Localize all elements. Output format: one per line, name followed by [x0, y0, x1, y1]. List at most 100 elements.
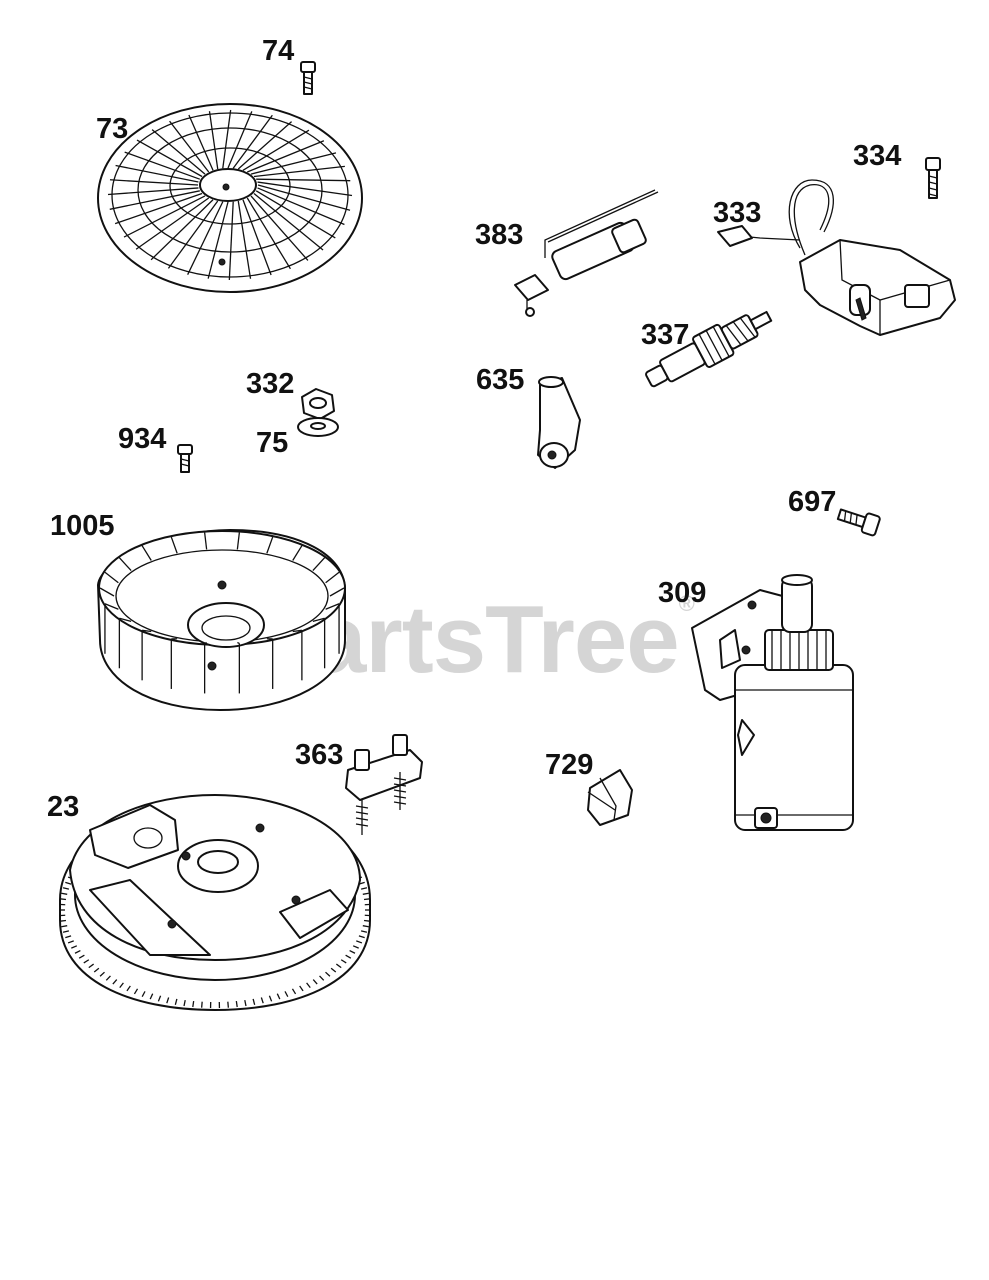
- fan-fin: [266, 536, 274, 554]
- part-74-screw-icon[interactable]: [300, 61, 316, 95]
- screen-rib: [115, 164, 199, 183]
- gear-tooth: [78, 954, 85, 959]
- fan-fin: [118, 557, 132, 572]
- screen-rib: [257, 181, 353, 197]
- screen-rib: [232, 114, 273, 169]
- callout-333: 333: [713, 197, 762, 229]
- part-333-ignition-coil-icon[interactable]: [717, 179, 956, 336]
- fan-fin: [104, 603, 119, 610]
- part-934-screw-icon[interactable]: [177, 444, 193, 473]
- gear-tooth: [306, 982, 311, 989]
- gear-tooth: [74, 950, 81, 954]
- gear-tooth: [299, 985, 304, 992]
- gear-tooth: [276, 993, 281, 1000]
- gear-tooth: [260, 997, 264, 1004]
- gear-tooth: [201, 1001, 203, 1008]
- part-363-bracket-with-bolts-icon[interactable]: [345, 734, 423, 835]
- gear-tooth: [363, 898, 371, 901]
- fan-fin: [142, 629, 152, 633]
- gear-tooth: [141, 991, 146, 997]
- part-697-screw-icon[interactable]: [836, 505, 881, 537]
- gear-tooth: [112, 979, 118, 985]
- callout-73: 73: [96, 113, 129, 145]
- part-332-nut-icon[interactable]: [301, 388, 335, 420]
- part-23-flywheel-icon[interactable]: [59, 794, 371, 1011]
- gear-tooth: [362, 892, 369, 895]
- fan-fin: [237, 641, 240, 645]
- gear-tooth: [362, 925, 369, 928]
- screen-rib: [255, 190, 336, 239]
- fan-fin: [325, 571, 340, 584]
- gear-tooth: [166, 997, 170, 1004]
- gear-tooth: [227, 1001, 229, 1008]
- fan-fin: [119, 617, 132, 623]
- screen-rib: [237, 200, 252, 279]
- callout-337: 337: [641, 319, 690, 351]
- part-1005-fan-icon[interactable]: [97, 529, 346, 711]
- screen-rib: [109, 190, 200, 210]
- screen-rib: [207, 201, 229, 279]
- part-334-screw-icon[interactable]: [925, 157, 941, 199]
- callout-23: 23: [47, 791, 80, 823]
- callout-729: 729: [545, 749, 594, 781]
- gear-tooth: [65, 881, 72, 885]
- gear-tooth: [358, 935, 365, 939]
- gear-tooth: [65, 935, 72, 939]
- gear-tooth: [312, 979, 318, 985]
- screen-rib: [208, 111, 219, 170]
- screen-rib: [250, 195, 309, 261]
- screen-rib: [253, 165, 345, 178]
- screen-rib: [167, 200, 219, 269]
- gear-tooth: [174, 998, 178, 1005]
- fan-fin: [203, 532, 208, 550]
- gear-tooth: [340, 959, 347, 964]
- gear-tooth: [335, 963, 342, 969]
- screen-rib: [188, 114, 214, 171]
- gear-tooth: [71, 945, 78, 949]
- gear-tooth: [133, 988, 139, 995]
- callout-309: 309: [658, 577, 707, 609]
- screen-rib: [169, 120, 210, 173]
- screen-rib: [242, 129, 310, 171]
- gear-tooth: [83, 959, 90, 964]
- gear-tooth: [284, 991, 289, 997]
- gear-tooth: [119, 982, 124, 989]
- gear-tooth: [149, 993, 154, 1000]
- screen-rib: [151, 129, 206, 175]
- screen-rib: [228, 201, 234, 281]
- gear-tooth: [352, 945, 359, 949]
- gear-tooth: [235, 1000, 238, 1008]
- part-73-blower-screen-icon[interactable]: [97, 103, 363, 293]
- screen-rib: [135, 197, 210, 250]
- screen-rib: [227, 111, 253, 169]
- fan-fin: [312, 557, 326, 572]
- gear-tooth: [360, 930, 368, 933]
- screen-rib: [136, 139, 203, 178]
- gear-tooth: [345, 954, 352, 959]
- part-337-spark-plug-icon[interactable]: [641, 301, 777, 395]
- callout-383: 383: [475, 219, 524, 251]
- screen-rib: [187, 201, 224, 275]
- callout-332: 332: [246, 368, 295, 400]
- screen-rib: [107, 187, 199, 196]
- part-729-clip-icon[interactable]: [587, 769, 633, 826]
- screen-rib: [109, 179, 199, 186]
- screen-rib: [257, 184, 351, 211]
- fan-fin: [204, 641, 207, 645]
- screen-rib: [246, 197, 291, 270]
- part-383-fuel-filter-icon[interactable]: [514, 189, 659, 317]
- gear-tooth: [268, 995, 273, 1002]
- screen-rib: [247, 140, 325, 173]
- fan-fin: [236, 532, 241, 550]
- fan-fin: [325, 603, 340, 610]
- gear-tooth: [291, 988, 297, 995]
- part-309-starter-motor-icon[interactable]: [691, 574, 854, 831]
- part-75-washer-icon[interactable]: [297, 417, 339, 437]
- gear-tooth: [349, 950, 356, 954]
- gear-tooth: [183, 1000, 186, 1007]
- part-635-spark-plug-boot-icon[interactable]: [537, 376, 581, 469]
- screen-rib: [257, 187, 345, 226]
- gear-tooth: [61, 925, 68, 928]
- screen-rib: [256, 178, 351, 182]
